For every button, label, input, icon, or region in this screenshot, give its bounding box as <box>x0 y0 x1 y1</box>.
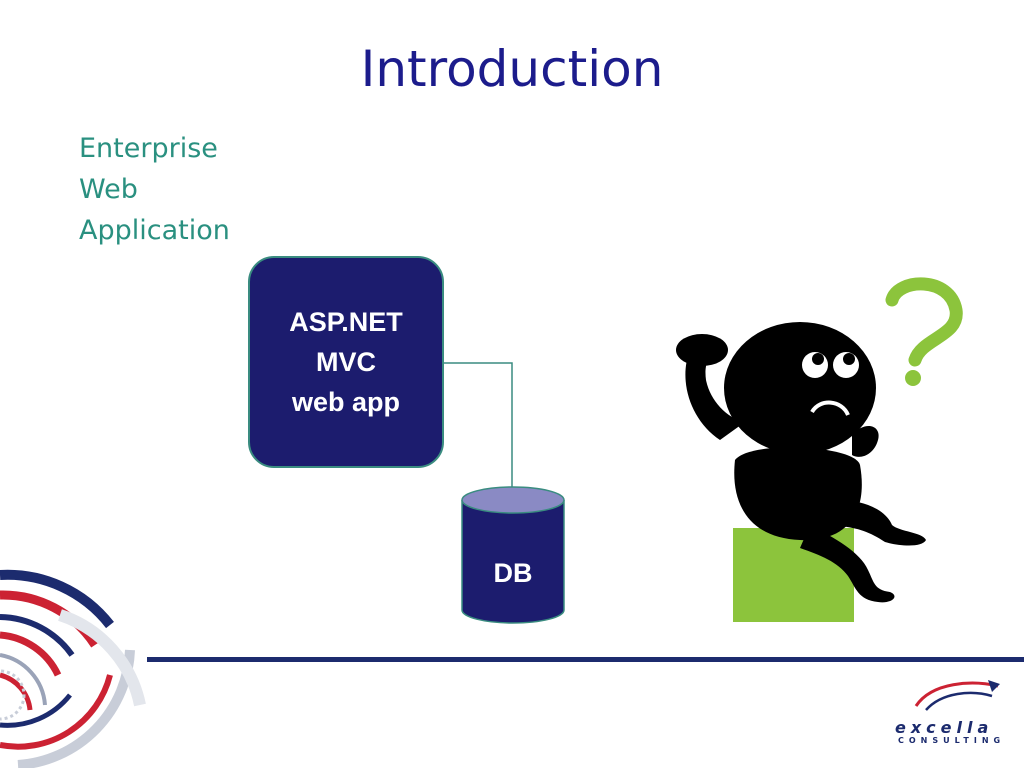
app-box: ASP.NET MVC web app <box>248 256 444 468</box>
footer-divider <box>147 657 1024 662</box>
app-box-line: web app <box>291 387 400 417</box>
subtitle-line: Application <box>79 215 230 246</box>
confused-person-icon <box>676 277 963 622</box>
subtitle: Enterprise Web Application <box>79 128 279 251</box>
decorative-arcs-icon <box>0 569 146 768</box>
subtitle-line: Web <box>79 174 138 205</box>
brand-name: excella <box>895 718 994 737</box>
database-icon <box>461 486 565 624</box>
app-box-line: ASP.NET <box>289 307 403 337</box>
page-title: Introduction <box>360 40 664 98</box>
subtitle-line: Enterprise <box>79 133 218 164</box>
db-label: DB <box>493 558 533 588</box>
connector-line <box>444 362 513 510</box>
brand-tagline: CONSULTING <box>898 736 1006 745</box>
excella-logo-icon <box>914 680 1000 711</box>
app-box-line: MVC <box>316 347 376 377</box>
